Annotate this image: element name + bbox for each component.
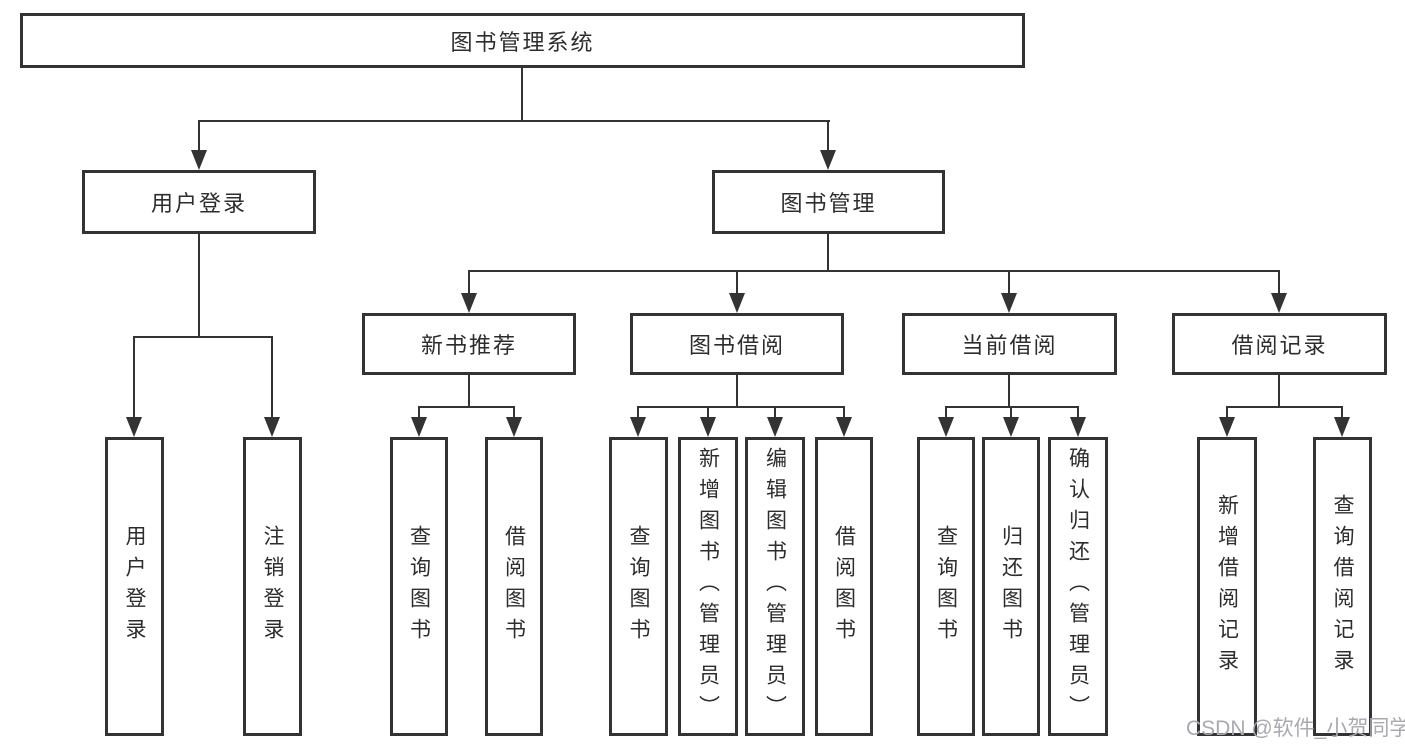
node-label: 查询借阅记录 — [1331, 493, 1354, 680]
node-label: 用户登录 — [150, 191, 247, 216]
node-label: 当前借阅 — [961, 333, 1058, 358]
arrow-down-icon — [461, 293, 477, 313]
node-leaf-add-books-admin: 新增图书（管理员） — [678, 437, 738, 736]
node-leaf-confirm-return-admin: 确认归还（管理员） — [1048, 437, 1108, 736]
node-user-login: 用户登录 — [82, 170, 316, 234]
arrow-down-icon — [1003, 417, 1019, 437]
node-leaf-logout: 注销登录 — [243, 437, 302, 736]
connector-drop — [1341, 406, 1343, 420]
arrow-down-icon — [820, 150, 836, 170]
arrow-down-icon — [191, 150, 207, 170]
arrow-down-icon — [1271, 293, 1287, 313]
node-label: 图书借阅 — [688, 333, 785, 358]
arrow-down-icon — [506, 417, 522, 437]
watermark-text: CSDN @软件_小贺同学 — [1186, 717, 1405, 740]
connector-trunk — [827, 234, 829, 270]
node-book-borrowing: 图书借阅 — [630, 313, 844, 375]
connector-drop — [468, 270, 470, 295]
node-label: 编辑图书（管理员） — [763, 447, 787, 726]
node-label: 新增借阅记录 — [1215, 493, 1239, 680]
node-label: 查询图书 — [934, 524, 958, 649]
node-label: 借阅图书 — [832, 524, 856, 649]
connector-rail — [1226, 406, 1343, 408]
node-label: 注销登录 — [261, 524, 284, 649]
arrow-down-icon — [836, 417, 852, 437]
node-label: 用户登录 — [123, 524, 146, 649]
connector-drop — [774, 406, 776, 420]
node-label: 查询图书 — [407, 524, 431, 649]
connector-trunk — [468, 375, 470, 406]
connector-drop — [1008, 270, 1010, 295]
arrow-down-icon — [938, 417, 954, 437]
connector-drop — [418, 406, 420, 420]
node-label: 借阅记录 — [1231, 333, 1328, 358]
connector-drop — [1077, 406, 1079, 420]
connector-drop — [707, 406, 709, 420]
node-leaf-query-books-current: 查询图书 — [917, 437, 975, 736]
connector-drop — [1010, 406, 1012, 420]
node-new-book-recommendation: 新书推荐 — [362, 313, 576, 375]
node-book-management: 图书管理 — [712, 170, 945, 234]
connector-drop — [133, 336, 135, 420]
arrow-down-icon — [767, 417, 783, 437]
arrow-down-icon — [411, 417, 427, 437]
connector-rail — [945, 406, 1079, 408]
connector-drop — [637, 406, 639, 420]
node-label: 查询图书 — [627, 524, 650, 649]
arrow-down-icon — [700, 417, 716, 437]
node-label: 归还图书 — [999, 524, 1023, 649]
connector-drop — [843, 406, 845, 420]
connector-trunk — [198, 234, 200, 336]
node-borrowing-records: 借阅记录 — [1172, 313, 1387, 375]
node-leaf-borrow-books-recommend: 借阅图书 — [485, 437, 543, 736]
connector-drop — [271, 336, 273, 420]
connector-trunk — [736, 375, 738, 406]
node-leaf-query-books-recommend: 查询图书 — [390, 437, 448, 736]
arrow-down-icon — [630, 417, 646, 437]
connector-drop — [513, 406, 515, 420]
connector-root-trunk — [521, 68, 523, 120]
connector-root-rail — [198, 120, 830, 122]
connector-trunk — [1008, 375, 1010, 406]
connector-drop — [1226, 406, 1228, 420]
node-label: 新增图书（管理员） — [696, 447, 720, 726]
arrow-down-icon — [1334, 417, 1350, 437]
node-library-management-system: 图书管理系统 — [20, 13, 1025, 68]
node-label: 图书管理系统 — [450, 29, 595, 55]
node-leaf-borrow-books: 借阅图书 — [815, 437, 873, 736]
arrow-down-icon — [264, 417, 280, 437]
node-label: 图书管理 — [780, 191, 877, 216]
arrow-down-icon — [1070, 417, 1086, 437]
node-leaf-query-borrow-record: 查询借阅记录 — [1313, 437, 1372, 736]
node-label: 借阅图书 — [502, 524, 526, 649]
node-leaf-return-books: 归还图书 — [982, 437, 1040, 736]
node-label: 确认归还（管理员） — [1066, 447, 1090, 726]
connector-drop — [1278, 270, 1280, 295]
connector-rail — [637, 406, 845, 408]
node-label: 新书推荐 — [420, 333, 517, 358]
connector-drop — [827, 120, 829, 152]
connector-rail — [468, 270, 1280, 272]
arrow-down-icon — [1219, 417, 1235, 437]
node-current-borrowing: 当前借阅 — [902, 313, 1117, 375]
connector-drop — [198, 120, 200, 152]
node-leaf-edit-books-admin: 编辑图书（管理员） — [745, 437, 805, 736]
node-leaf-query-books-borrowing: 查询图书 — [609, 437, 668, 736]
connector-drop — [945, 406, 947, 420]
arrow-down-icon — [126, 417, 142, 437]
connector-rail — [133, 336, 273, 338]
connector-trunk — [1278, 375, 1280, 406]
connector-drop — [736, 270, 738, 295]
arrow-down-icon — [729, 293, 745, 313]
arrow-down-icon — [1001, 293, 1017, 313]
node-leaf-user-login: 用户登录 — [105, 437, 164, 736]
connector-rail — [418, 406, 515, 408]
node-leaf-add-borrow-record: 新增借阅记录 — [1197, 437, 1257, 736]
